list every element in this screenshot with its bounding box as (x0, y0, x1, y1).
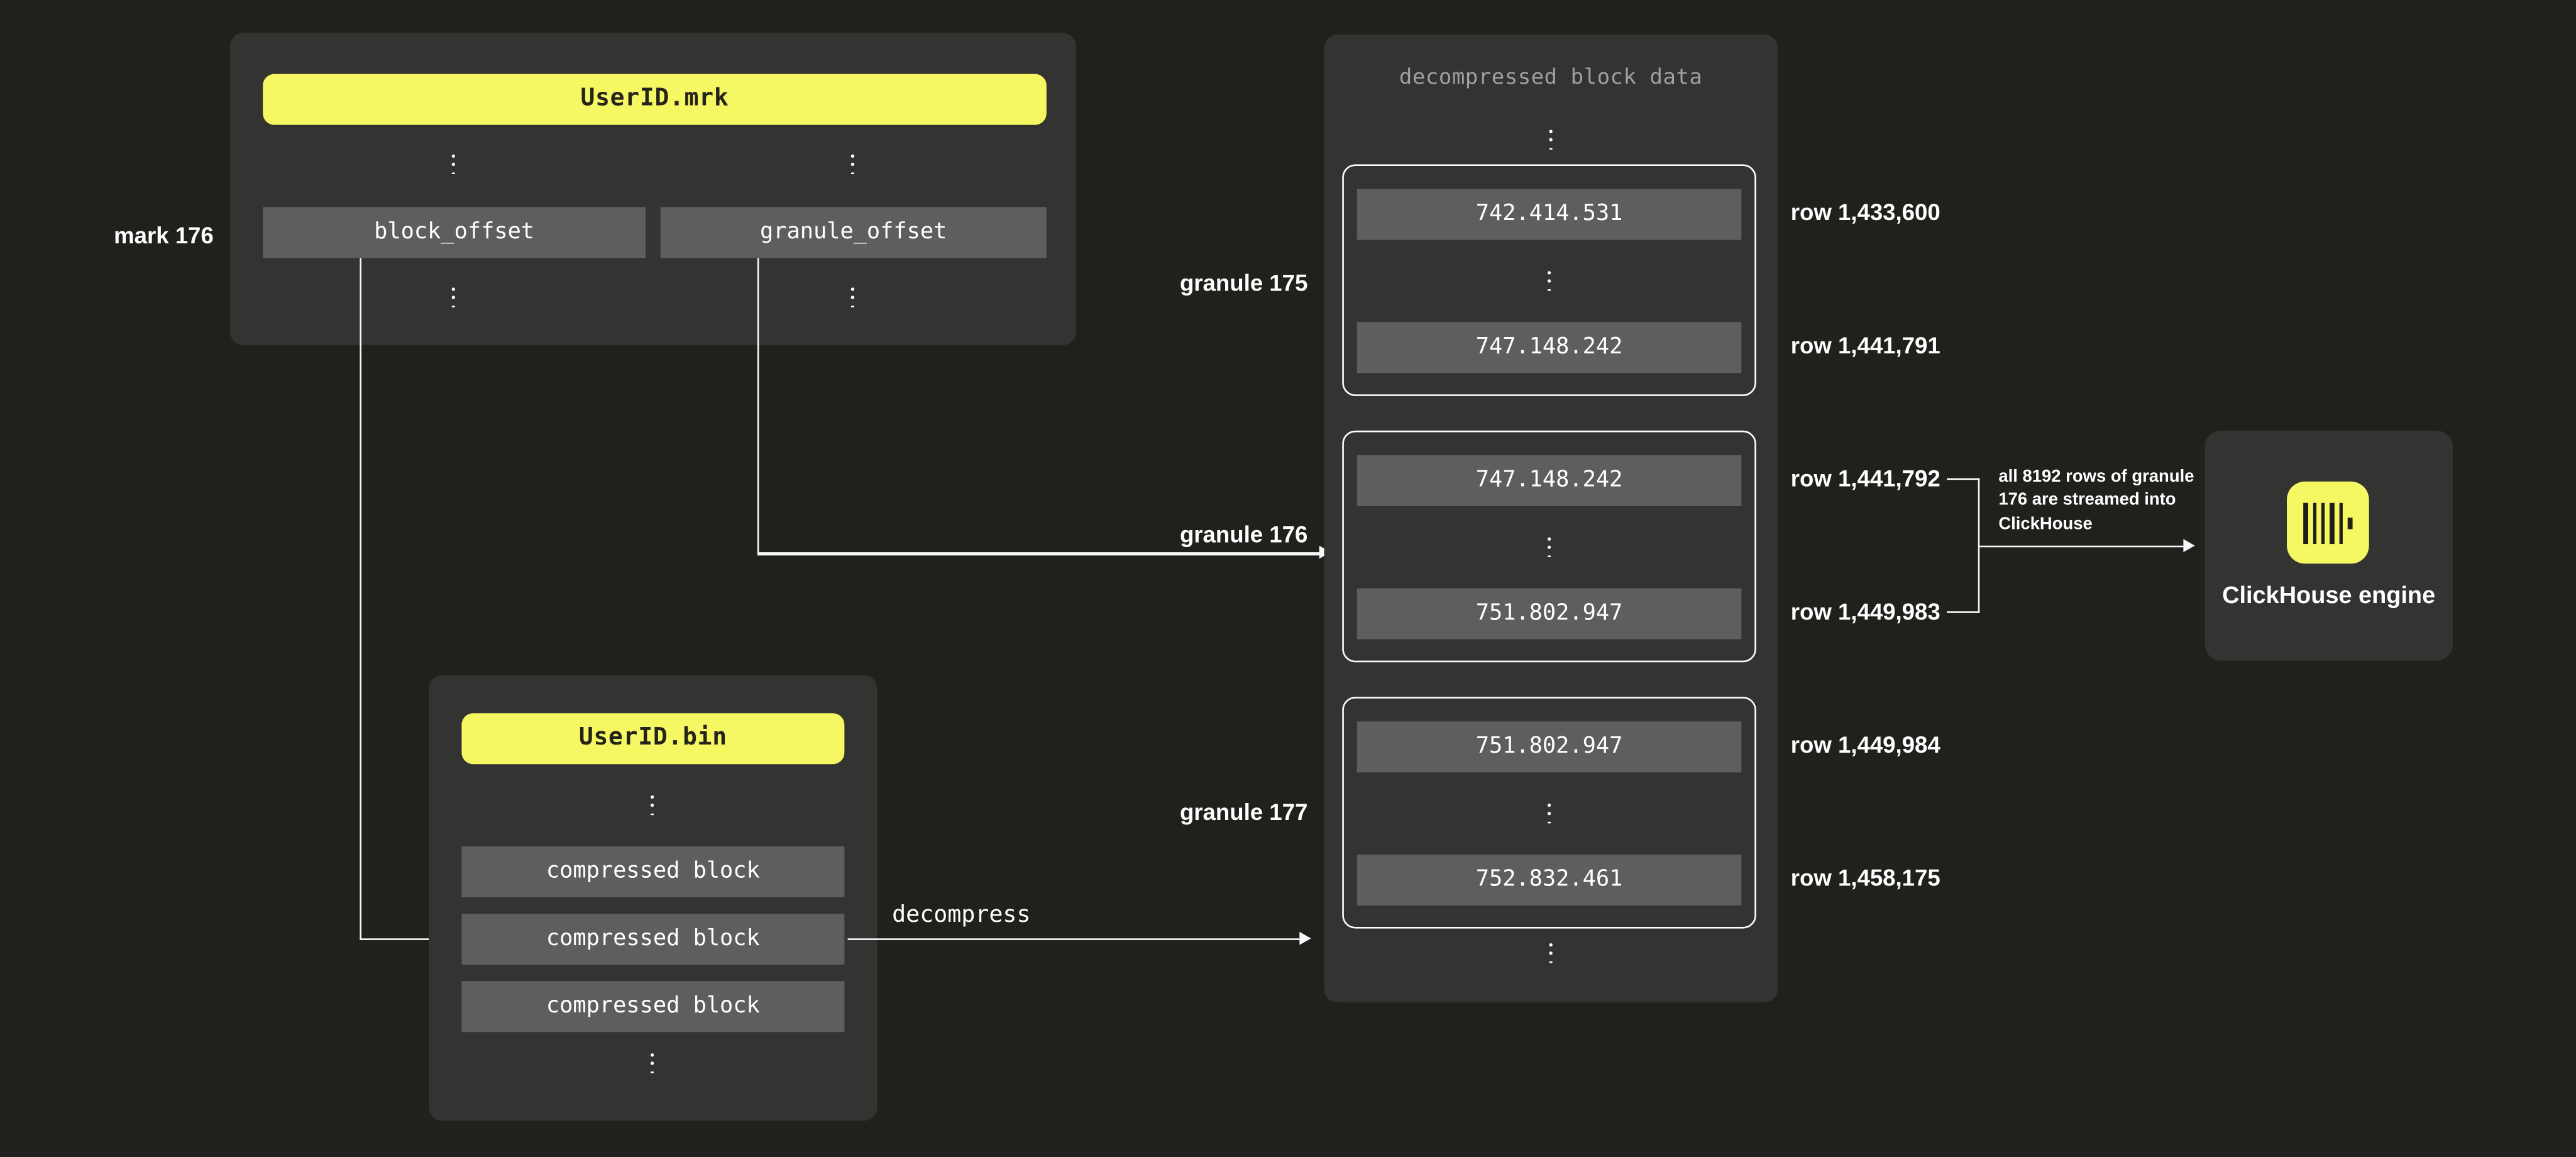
decompress-arrow-line (847, 938, 1299, 941)
bracket-stub-top (1947, 477, 1980, 480)
bin-file-panel: UserID.bin compressed block compressed b… (429, 675, 878, 1121)
row-label: row 1,433,600 (1790, 199, 1940, 226)
granule-175-label: granule 175 (1179, 268, 1308, 296)
vertical-ellipsis-icon (642, 1053, 662, 1074)
granule-177-box: 751.802.947 752.832.461 (1342, 697, 1756, 929)
granule-value-cell: 742.414.531 (1357, 189, 1742, 240)
granule-175-box: 742.414.531 747.148.242 (1342, 164, 1756, 396)
row-label: row 1,458,175 (1790, 864, 1940, 891)
block-offset-connector-vertical (359, 258, 361, 939)
annotation-line: ClickHouse (1998, 514, 2093, 534)
vertical-ellipsis-icon (1541, 130, 1560, 151)
granule-value-cell: 747.148.242 (1357, 455, 1742, 506)
row-label: row 1,441,792 (1790, 465, 1940, 492)
vertical-ellipsis-icon (444, 154, 463, 175)
vertical-ellipsis-icon (444, 287, 463, 308)
arrowhead-right-icon (1298, 931, 1311, 945)
granule-offset-connector-horizontal (756, 552, 1320, 555)
vertical-ellipsis-icon (1539, 271, 1559, 292)
compressed-block-cell: compressed block (461, 846, 845, 897)
row-label: row 1,441,791 (1790, 331, 1940, 358)
mrk-file-panel: UserID.mrk block_offset granule_offset (229, 33, 1076, 345)
row-label: row 1,449,984 (1790, 731, 1940, 758)
vertical-ellipsis-icon (843, 287, 862, 308)
granule-177-label: granule 177 (1179, 797, 1308, 824)
vertical-ellipsis-icon (843, 154, 862, 175)
decompressed-panel: decompressed block data 742.414.531 747.… (1324, 34, 1778, 1003)
bracket-stub-bottom (1947, 611, 1980, 613)
mark-176-label: mark 176 (114, 221, 214, 248)
engine-arrow-line (1978, 545, 2185, 548)
decompress-label: decompress (892, 902, 1031, 929)
clickhouse-engine-label: ClickHouse engine (2222, 583, 2436, 610)
granule-value-cell: 747.148.242 (1357, 322, 1742, 374)
vertical-ellipsis-icon (1539, 537, 1559, 558)
clickhouse-logo-icon (2287, 481, 2369, 564)
compressed-block-cell: compressed block (461, 981, 845, 1032)
bin-file-title: UserID.bin (461, 713, 845, 765)
granule-176-box: 747.148.242 751.802.947 (1342, 430, 1756, 663)
granule-value-cell: 751.802.947 (1357, 588, 1742, 639)
granule-176-label: granule 176 (1179, 520, 1308, 546)
block-offset-connector-horizontal (359, 938, 443, 941)
mrk-file-title: UserID.mrk (263, 74, 1047, 125)
annotation-line: 176 are streamed into (1998, 490, 2176, 511)
stream-annotation: all 8192 rows of granule 176 are streame… (1998, 465, 2194, 536)
vertical-ellipsis-icon (642, 795, 662, 816)
annotation-line: all 8192 rows of granule (1998, 467, 2194, 487)
clickhouse-engine-panel: ClickHouse engine (2204, 430, 2453, 661)
compressed-block-cell: compressed block (461, 914, 845, 965)
vertical-ellipsis-icon (1539, 804, 1559, 824)
arrowhead-right-icon (2183, 538, 2195, 552)
vertical-ellipsis-icon (1541, 943, 1560, 964)
block-offset-cell: block_offset (263, 207, 646, 258)
granule-offset-cell: granule_offset (660, 207, 1047, 258)
granule-value-cell: 751.802.947 (1357, 721, 1742, 773)
row-label: row 1,449,983 (1790, 598, 1940, 625)
granule-offset-connector-vertical (756, 258, 759, 554)
granule-value-cell: 752.832.461 (1357, 855, 1742, 906)
decompressed-panel-title: decompressed block data (1399, 65, 1703, 91)
